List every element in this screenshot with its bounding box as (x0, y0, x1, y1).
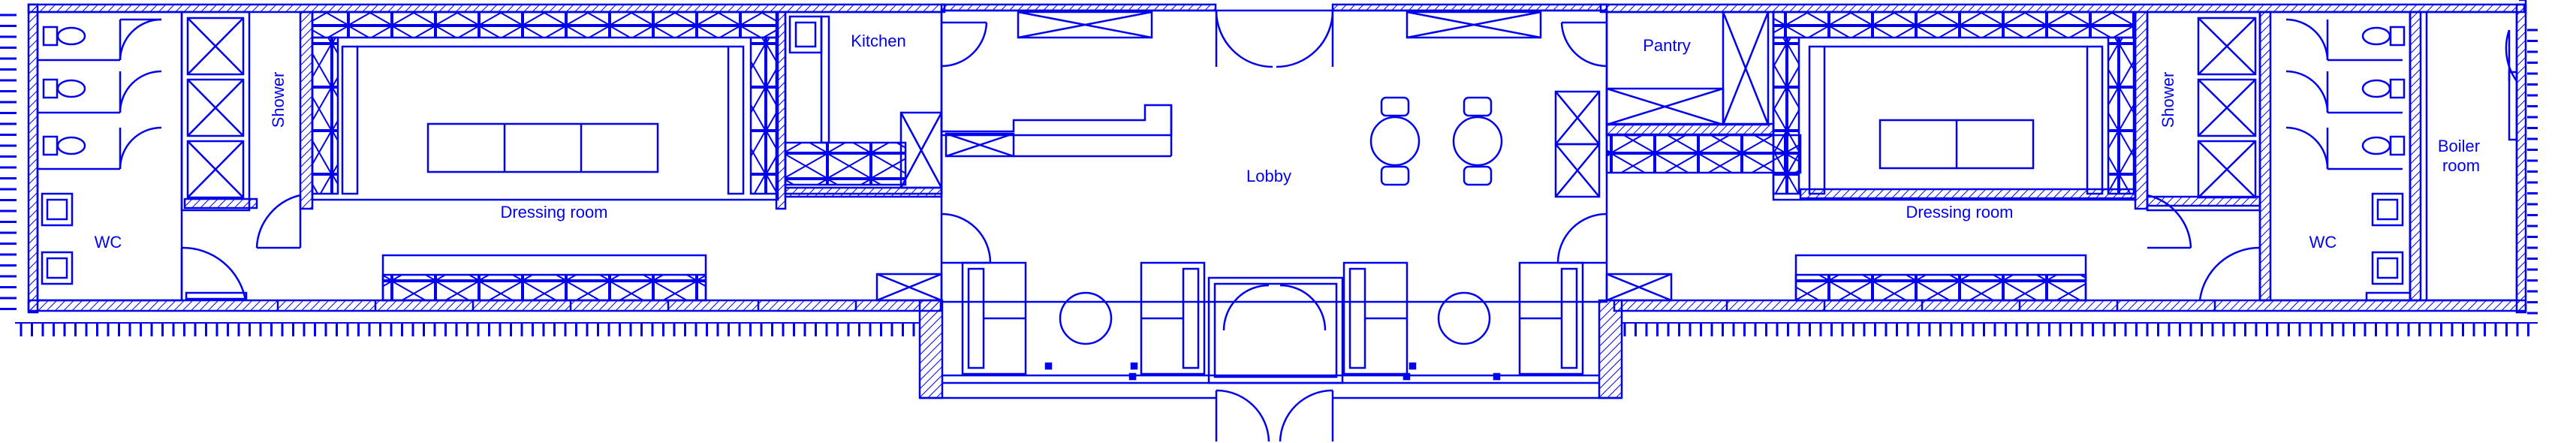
dressing-room-left (276, 11, 857, 311)
label-pantry: Pantry (1643, 36, 1691, 55)
colonnade-bottom-right (1622, 322, 2538, 336)
sofa-icon (1140, 261, 1206, 375)
toilet-icon (2361, 78, 2406, 99)
label-kitchen: Kitchen (851, 32, 905, 50)
sofa-icon (961, 261, 1027, 375)
toilet-icon (42, 26, 86, 47)
sink-icon (788, 15, 823, 54)
sink-icon (2371, 192, 2404, 227)
toilet-icon (2361, 26, 2406, 47)
label-wc-left: WC (95, 233, 122, 252)
wc-right (2198, 11, 2412, 302)
label-shower-left: Shower (269, 72, 288, 128)
table-icon (1437, 291, 1491, 345)
colonnade-right-side (2527, 29, 2538, 315)
room-labels: WC Shower Dressing room Kitchen Lobby Pa… (95, 32, 2484, 252)
sofa-icon (1518, 261, 1584, 375)
sink-icon (41, 192, 74, 227)
outer-walls (27, 0, 2527, 399)
label-wc-right: WC (2309, 233, 2337, 252)
table-icon (1452, 96, 1503, 186)
wc-left (36, 11, 248, 302)
pantry (1605, 11, 1802, 174)
colonnade-bottom-left (15, 322, 920, 336)
shower-right (2134, 11, 2261, 249)
lobby (875, 9, 1673, 442)
table-icon (1369, 96, 1421, 186)
label-dressing-left: Dressing room (500, 203, 607, 222)
label-shower-right: Shower (2159, 72, 2177, 128)
label-dressing-right: Dressing room (1906, 203, 2013, 222)
sofa-icon (1342, 261, 1409, 375)
label-lobby: Lobby (1246, 167, 1291, 185)
label-boiler-room: Boiler room (2438, 137, 2484, 175)
table-icon (1059, 291, 1113, 345)
toilet-icon (42, 135, 86, 156)
toilet-icon (42, 78, 86, 99)
colonnade-left-side (0, 14, 17, 310)
shower-left (180, 11, 302, 249)
boiler-room (2409, 11, 2518, 302)
toilet-icon (2361, 135, 2406, 156)
sink-icon (2371, 251, 2404, 285)
sink-icon (41, 251, 74, 285)
